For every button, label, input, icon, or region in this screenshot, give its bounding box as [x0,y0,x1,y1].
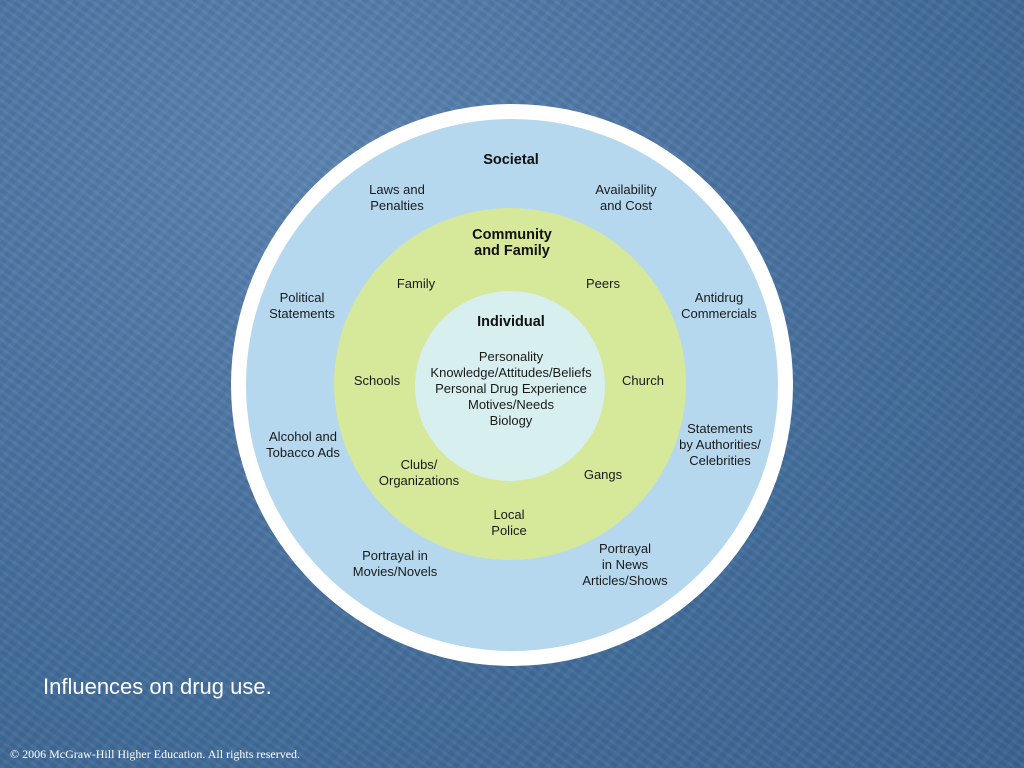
community-item-line: Organizations [379,473,460,488]
community-item: Peers [586,276,620,291]
individual-circle [415,291,605,481]
individual-items-line: Biology [490,413,533,428]
societal-item-line: by Authorities/ [679,437,761,452]
societal-item-line: Statements [687,421,753,436]
individual-items-line: Knowledge/Attitudes/Beliefs [430,365,592,380]
societal-item-line: Portrayal in [362,548,428,563]
societal-item-line: Penalties [370,198,424,213]
societal-item-line: Alcohol and [269,429,337,444]
community-item-line: Family [397,276,436,291]
community-family-title-line: Community [472,227,552,243]
community-item: Church [622,373,664,388]
community-item: Clubs/Organizations [379,457,460,488]
community-item-line: Police [491,523,526,538]
caption: Influences on drug use. [43,674,272,699]
societal-item-line: Celebrities [689,453,751,468]
community-item: Schools [354,373,401,388]
community-item-line: Church [622,373,664,388]
societal-title: Societal [483,152,539,168]
societal-item-line: Laws and [369,182,425,197]
societal-item-line: Political [280,290,325,305]
societal-item-line: in News [602,557,649,572]
societal-item-line: Movies/Novels [353,564,438,579]
societal-item-line: Articles/Shows [582,573,668,588]
community-item: Gangs [584,467,623,482]
individual-items-line: Personal Drug Experience [435,381,587,396]
societal-title-line: Societal [483,152,539,168]
community-item-line: Peers [586,276,620,291]
individual-items-line: Personality [479,349,544,364]
individual-title-line: Individual [477,314,545,330]
copyright-notice: © 2006 McGraw-Hill Higher Education. All… [10,747,301,761]
community-item-line: Local [493,507,524,522]
societal-item-line: and Cost [600,198,652,213]
community-family-title-line: and Family [474,243,550,259]
community-item-line: Clubs/ [401,457,438,472]
community-item-line: Schools [354,373,401,388]
societal-item-line: Portrayal [599,541,651,556]
societal-item-line: Availability [595,182,657,197]
community-item-line: Gangs [584,467,623,482]
societal-item-line: Antidrug [695,290,743,305]
societal-item-line: Commercials [681,306,757,321]
individual-items-line: Motives/Needs [468,397,554,412]
societal-item-line: Statements [269,306,335,321]
community-item: Family [397,276,436,291]
individual-title: Individual [477,314,545,330]
societal-item-line: Tobacco Ads [266,445,340,460]
